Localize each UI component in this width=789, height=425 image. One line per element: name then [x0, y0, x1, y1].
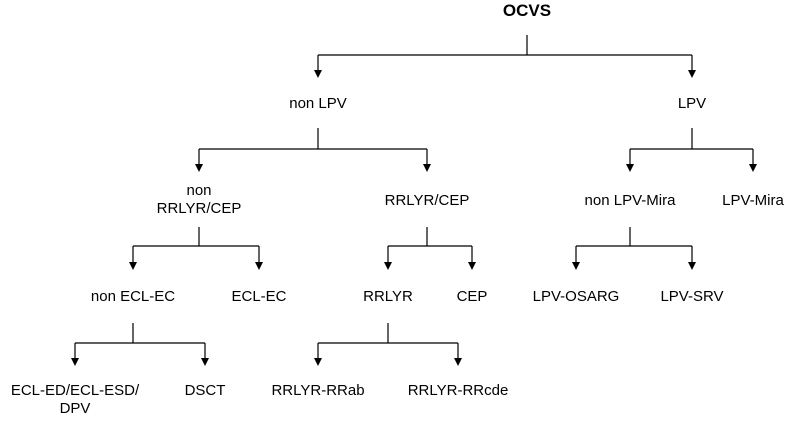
arrowhead-left-rrlyr — [314, 358, 322, 366]
arrowhead-right-lpv — [749, 164, 757, 172]
node-rrlyr-rrab: RRLYR-RRab — [271, 382, 365, 399]
arrowhead-left-lpv — [626, 164, 634, 172]
node-non-rrlyr-cep-line1: non — [186, 182, 212, 199]
arrowhead-right-non-lpv-mira — [688, 262, 696, 270]
node-rrlyr-rrcde: RRLYR-RRcde — [407, 382, 509, 399]
node-ocvs: OCVS — [502, 1, 552, 20]
arrowhead-right-rrlyr-cep — [468, 262, 476, 270]
node-dsct: DSCT — [184, 382, 226, 399]
node-rrlyr: RRLYR — [363, 288, 413, 305]
node-non-lpv-mira: non LPV-Mira — [584, 192, 676, 209]
arrowhead-right-non-ecl-ec — [201, 358, 209, 366]
node-non-rrlyr-cep-line2: RRLYR/CEP — [156, 200, 242, 217]
arrowhead-left-non-lpv — [195, 164, 203, 172]
arrowhead-right-rrlyr — [454, 358, 462, 366]
node-lpv-mira: LPV-Mira — [722, 192, 784, 209]
node-lpv-osarg: LPV-OSARG — [532, 288, 620, 305]
node-ecl-ed-ecl-esd-dpv: ECL-ED/ECL-ESD/ DPV — [11, 382, 139, 418]
node-ecl-ed-line2: DPV — [59, 400, 91, 417]
node-lpv-srv: LPV-SRV — [660, 288, 724, 305]
node-cep: CEP — [456, 288, 488, 305]
node-ecl-ec: ECL-EC — [231, 288, 287, 305]
node-ecl-ed-line1: ECL-ED/ECL-ESD/ — [10, 382, 140, 399]
arrowhead-left-rrlyr-cep — [384, 262, 392, 270]
arrowhead-right-ocvs — [688, 70, 696, 78]
node-rrlyr-cep: RRLYR/CEP — [384, 192, 470, 209]
arrowhead-left-ocvs — [314, 70, 322, 78]
arrowhead-left-non-rrlyr — [129, 262, 137, 270]
arrowhead-right-non-rrlyr — [255, 262, 263, 270]
arrowhead-left-non-ecl-ec — [71, 358, 79, 366]
arrowhead-right-non-lpv — [423, 164, 431, 172]
node-lpv: LPV — [677, 95, 707, 112]
node-non-rrlyr-cep: non RRLYR/CEP — [157, 182, 242, 218]
node-non-ecl-ec: non ECL-EC — [90, 288, 176, 305]
node-non-lpv: non LPV — [289, 95, 347, 112]
arrowhead-left-non-lpv-mira — [572, 262, 580, 270]
